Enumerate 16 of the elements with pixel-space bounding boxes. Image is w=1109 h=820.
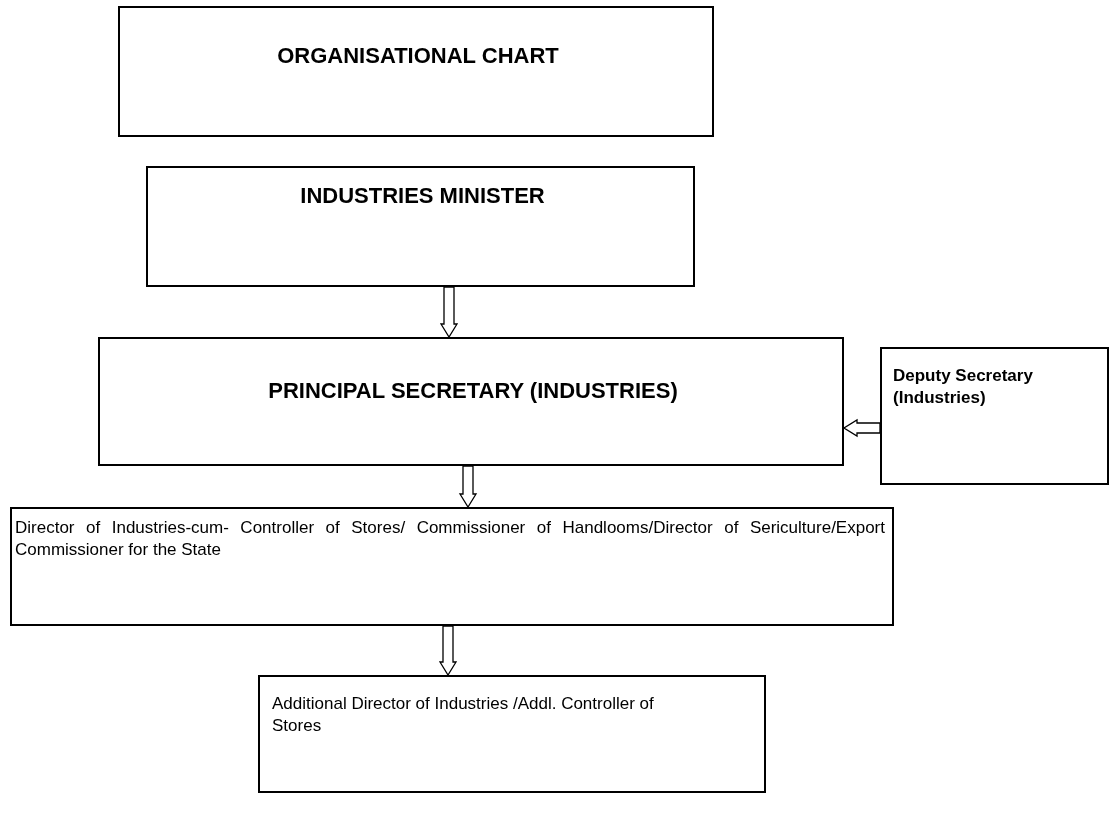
box-title: ORGANISATIONAL CHART [276, 42, 560, 70]
box-title: Additional Director of Industries /Addl. Controller of Stores [272, 693, 655, 738]
org-box [258, 675, 766, 793]
block-arrow [439, 286, 459, 339]
box-title: Director of Industries-cum- Controller of Stores/ Commissioner of Handlooms/Director of Sericulture/Export Commissioner for the State [15, 517, 885, 562]
org-box [880, 347, 1109, 485]
org-box [98, 337, 844, 466]
box-title: Deputy Secretary (Industries) [893, 365, 1034, 410]
block-arrow [842, 418, 881, 438]
org-box [118, 6, 714, 137]
block-arrow [438, 625, 458, 677]
box-title: PRINCIPAL SECRETARY (INDUSTRIES) [267, 377, 679, 405]
org-box [10, 507, 894, 626]
block-arrow [458, 465, 478, 509]
box-title: INDUSTRIES MINISTER [299, 182, 546, 210]
org-box [146, 166, 695, 287]
